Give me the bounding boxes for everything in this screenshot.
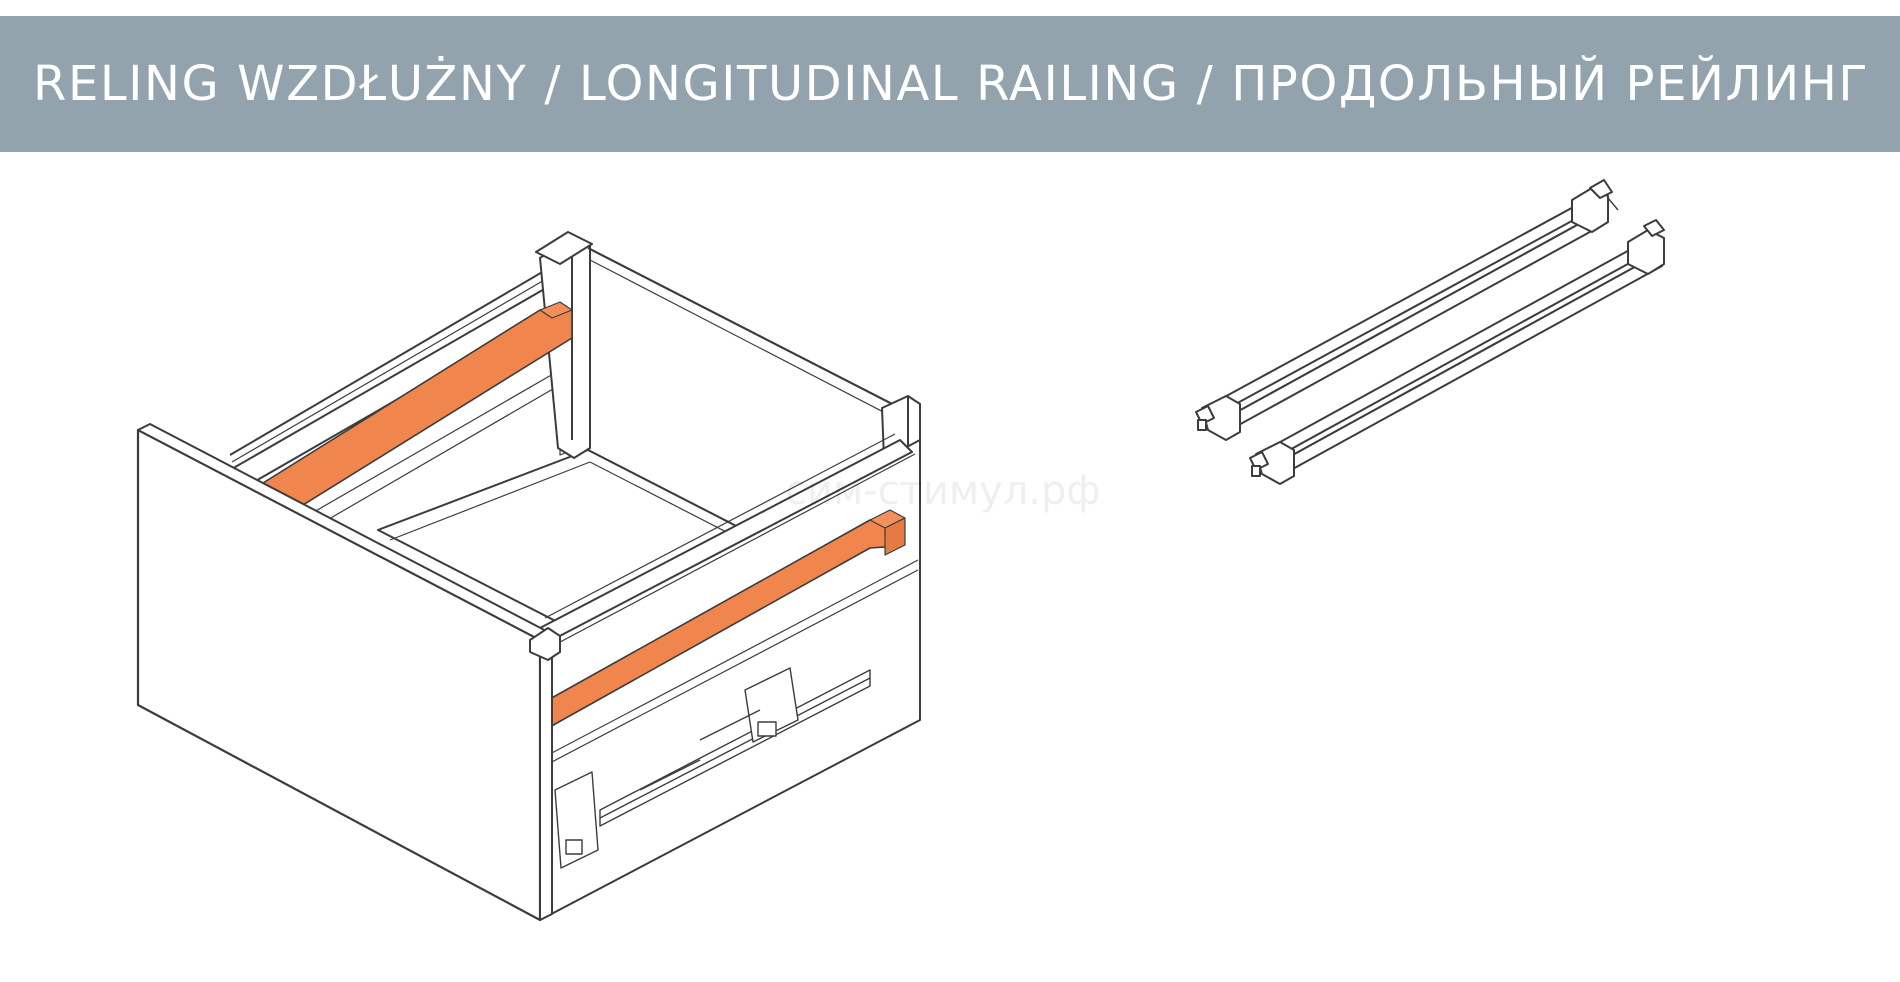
page-title: RELING WZDŁUŻNY / LONGITUDINAL RAILING /… bbox=[33, 56, 1870, 112]
rail-lower bbox=[1249, 219, 1665, 485]
front-corner-post bbox=[529, 627, 561, 661]
far-side-panel bbox=[229, 279, 571, 491]
title-bar: RELING WZDŁUŻNY / LONGITUDINAL RAILING /… bbox=[0, 16, 1900, 152]
railing-pair-illustration bbox=[1195, 179, 1665, 485]
drawer-illustration bbox=[136, 231, 921, 922]
drawer-runner bbox=[554, 667, 871, 869]
rail-upper bbox=[1195, 179, 1619, 441]
watermark: сим-стимул.рф bbox=[785, 468, 1101, 514]
